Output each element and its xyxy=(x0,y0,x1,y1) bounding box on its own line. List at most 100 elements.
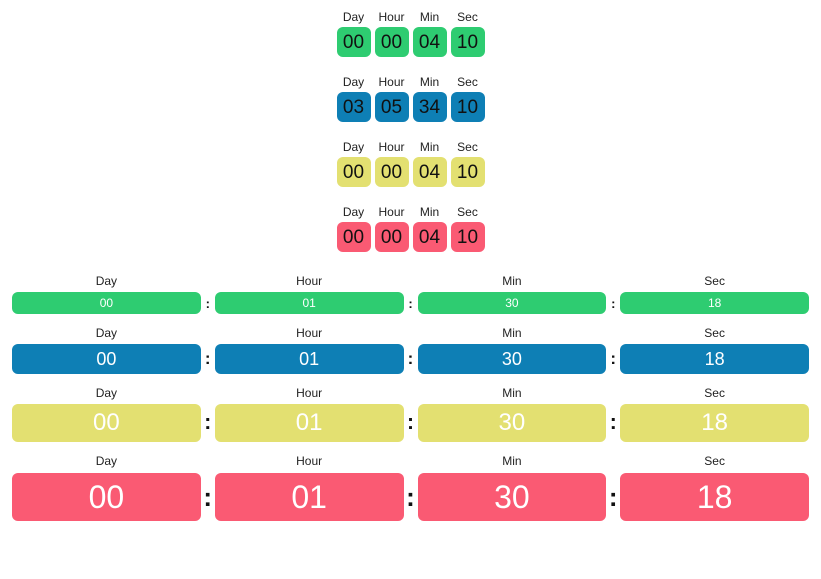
bar-unit-hour: Hour 01 xyxy=(214,386,404,442)
bar-unit-value: 18 xyxy=(620,292,809,314)
bar-unit-label: Sec xyxy=(704,386,725,400)
compact-unit-label: Day xyxy=(342,140,365,154)
compact-unit-label: Sec xyxy=(457,10,478,24)
compact-unit-value: 10 xyxy=(450,222,485,252)
bar-unit-min: Min 30 xyxy=(417,326,607,374)
bar-unit-value: 00 xyxy=(12,292,201,314)
bar-unit-label: Min xyxy=(502,274,522,288)
compact-unit-value: 34 xyxy=(412,92,447,122)
bar-unit-day: Day 00 xyxy=(12,454,201,521)
bar-unit-value: 00 xyxy=(12,473,201,521)
bar-unit-label: Hour xyxy=(296,326,323,340)
bar-unit-min: Min 30 xyxy=(417,386,607,442)
compact-unit-label: Min xyxy=(419,205,440,219)
bar-unit-value: 01 xyxy=(214,473,404,521)
bar-unit-value: 18 xyxy=(620,473,809,521)
bar-unit-label: Hour xyxy=(296,454,323,468)
compact-unit-value: 00 xyxy=(374,157,409,187)
compact-unit-day: Day 00 xyxy=(336,205,371,252)
bar-unit-sec: Sec 18 xyxy=(620,326,809,374)
bar-unit-day: Day 00 xyxy=(12,274,201,314)
bar-unit-value: 18 xyxy=(620,344,809,374)
bar-unit-hour: Hour 01 xyxy=(214,274,404,314)
time-separator: : xyxy=(204,349,211,368)
bar-unit-label: Day xyxy=(95,454,118,468)
bar-unit-value: 30 xyxy=(417,404,607,442)
compact-unit-sec: Sec 10 xyxy=(450,205,485,252)
bar-unit-label: Day xyxy=(95,386,118,400)
compact-counters-section: Day 00 Hour 00 Min 04 Sec 10 Day 03 xyxy=(0,0,821,252)
compact-unit-label: Hour xyxy=(378,205,405,219)
bar-unit-hour: Hour 01 xyxy=(214,454,404,521)
time-separator: : xyxy=(609,411,617,434)
time-separator: : xyxy=(205,295,210,311)
compact-unit-hour: Hour 05 xyxy=(374,75,409,122)
time-separator: : xyxy=(408,295,413,311)
bar-unit-value: 00 xyxy=(12,404,201,442)
compact-unit-value: 00 xyxy=(374,27,409,57)
time-separator: : xyxy=(406,481,415,512)
bar-unit-min: Min 30 xyxy=(417,274,607,314)
bar-unit-label: Sec xyxy=(704,326,725,340)
bar-unit-label: Sec xyxy=(704,454,725,468)
compact-counter-green: Day 00 Hour 00 Min 04 Sec 10 xyxy=(0,10,821,57)
compact-unit-label: Sec xyxy=(457,140,478,154)
time-separator: : xyxy=(203,481,213,512)
time-separator: : xyxy=(610,349,617,368)
bar-unit-value: 18 xyxy=(620,404,809,442)
compact-unit-day: Day 00 xyxy=(336,10,371,57)
time-separator: : xyxy=(608,481,618,512)
compact-unit-value: 00 xyxy=(336,222,371,252)
bar-unit-day: Day 00 xyxy=(12,326,201,374)
compact-unit-sec: Sec 10 xyxy=(450,140,485,187)
compact-unit-hour: Hour 00 xyxy=(374,205,409,252)
time-separator: : xyxy=(204,411,212,434)
compact-unit-value: 10 xyxy=(450,27,485,57)
time-separator: : xyxy=(611,295,616,311)
bar-unit-hour: Hour 01 xyxy=(214,326,404,374)
bar-unit-value: 00 xyxy=(12,344,201,374)
compact-unit-sec: Sec 10 xyxy=(450,75,485,122)
compact-unit-label: Day xyxy=(342,205,365,219)
compact-unit-label: Min xyxy=(419,10,440,24)
compact-unit-value: 00 xyxy=(374,222,409,252)
compact-unit-label: Hour xyxy=(378,140,405,154)
bar-unit-value: 01 xyxy=(214,404,404,442)
bar-unit-sec: Sec 18 xyxy=(620,386,809,442)
bar-unit-value: 01 xyxy=(214,292,404,314)
bar-unit-sec: Sec 18 xyxy=(620,274,809,314)
compact-unit-value: 00 xyxy=(336,157,371,187)
compact-unit-label: Min xyxy=(419,140,440,154)
compact-unit-min: Min 04 xyxy=(412,10,447,57)
bar-counter-red: Day 00 : Hour 01 : Min 30 : Sec 18 xyxy=(0,454,821,521)
compact-unit-label: Min xyxy=(419,75,440,89)
bar-unit-value: 30 xyxy=(417,292,607,314)
compact-unit-value: 05 xyxy=(374,92,409,122)
compact-unit-min: Min 34 xyxy=(412,75,447,122)
bar-counter-yellow: Day 00 : Hour 01 : Min 30 : Sec 18 xyxy=(0,386,821,442)
compact-unit-day: Day 00 xyxy=(336,140,371,187)
bar-counter-green: Day 00 : Hour 01 : Min 30 : Sec 18 xyxy=(0,274,821,314)
bar-unit-label: Min xyxy=(502,386,522,400)
compact-counter-red: Day 00 Hour 00 Min 04 Sec 10 xyxy=(0,205,821,252)
compact-unit-value: 00 xyxy=(336,27,371,57)
compact-unit-sec: Sec 10 xyxy=(450,10,485,57)
compact-unit-label: Day xyxy=(342,10,365,24)
bar-unit-label: Day xyxy=(95,326,118,340)
bar-counters-section: Day 00 : Hour 01 : Min 30 : Sec 18 Day xyxy=(0,274,821,521)
compact-unit-hour: Hour 00 xyxy=(374,10,409,57)
bar-unit-label: Min xyxy=(502,454,522,468)
compact-unit-value: 10 xyxy=(450,157,485,187)
compact-unit-label: Hour xyxy=(378,10,405,24)
compact-unit-min: Min 04 xyxy=(412,140,447,187)
bar-unit-label: Day xyxy=(95,274,118,288)
time-separator: : xyxy=(407,411,414,434)
bar-unit-value: 30 xyxy=(417,473,607,521)
compact-unit-value: 10 xyxy=(450,92,485,122)
bar-unit-sec: Sec 18 xyxy=(620,454,809,521)
compact-unit-hour: Hour 00 xyxy=(374,140,409,187)
compact-unit-value: 04 xyxy=(412,157,447,187)
bar-unit-min: Min 30 xyxy=(417,454,607,521)
compact-unit-value: 03 xyxy=(336,92,371,122)
